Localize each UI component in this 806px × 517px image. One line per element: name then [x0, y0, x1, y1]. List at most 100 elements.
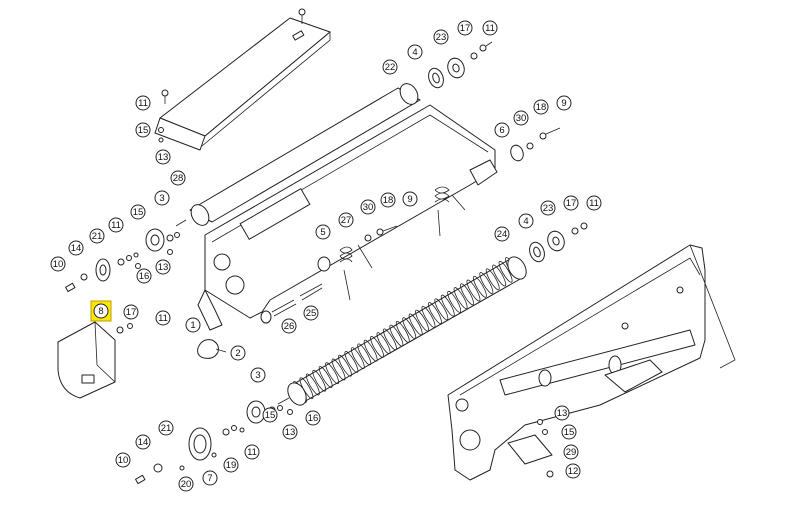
upper-roller [175, 83, 421, 227]
coil-ring [344, 351, 359, 373]
callout-15: 15 [262, 407, 278, 423]
callout-number: 9 [561, 98, 566, 109]
callout-circle [89, 228, 105, 244]
adjuster-knob [197, 339, 227, 359]
callout-number: 15 [133, 207, 144, 218]
callout-circle [533, 99, 549, 115]
callout-25: 25 [303, 305, 319, 321]
callout-circle [305, 410, 321, 426]
callout-number: 30 [516, 113, 527, 124]
callout-9: 9 [556, 95, 572, 111]
callout-number: 18 [383, 195, 394, 206]
callout-number: 5 [320, 227, 325, 238]
coil-ring [402, 317, 417, 340]
callout-number: 23 [543, 203, 554, 214]
callout-3: 3 [154, 190, 170, 206]
callout-number: 18 [536, 102, 547, 113]
callout-number: 22 [385, 62, 396, 73]
callout-14: 14 [68, 240, 84, 256]
callout-number: 21 [161, 423, 172, 434]
callout-circle [407, 44, 423, 60]
coil-ring [453, 287, 468, 309]
callout-circle [136, 268, 152, 284]
callout-16: 16 [305, 410, 321, 426]
callout-number: 6 [499, 125, 504, 136]
side-frame [197, 104, 498, 331]
callout-5: 5 [315, 224, 331, 240]
callout-10: 10 [115, 452, 131, 468]
coil-ring [395, 320, 410, 343]
callout-12: 12 [565, 463, 581, 479]
callout-15: 15 [130, 204, 146, 220]
coil-ring [485, 268, 500, 291]
callout-circle [250, 367, 266, 383]
callout-11: 11 [108, 217, 124, 233]
upper-left-bearing-assembly [65, 228, 180, 293]
callout-6: 6 [494, 122, 510, 138]
callout-number: 11 [158, 313, 168, 324]
coil-ring [498, 260, 513, 283]
cover-fasteners-left [158, 89, 169, 143]
callout-number: 30 [363, 202, 374, 213]
callout-number: 10 [118, 455, 129, 466]
lower-frame [447, 244, 736, 481]
callout-7: 7 [202, 470, 218, 486]
callout-circle [540, 200, 556, 216]
callout-circle [561, 424, 577, 440]
callout-circle [494, 122, 510, 138]
callout-circle [223, 457, 239, 473]
callout-18: 18 [533, 99, 549, 115]
callout-circle [281, 318, 297, 334]
coil-ring [447, 290, 462, 313]
callout-28: 28 [170, 170, 186, 186]
coil-ring [421, 305, 436, 328]
callout-number: 10 [53, 259, 64, 270]
callout-number: 14 [71, 243, 82, 254]
callout-9: 9 [402, 191, 418, 207]
callout-circle [244, 444, 260, 460]
top-cover-plate [154, 17, 331, 151]
callout-27: 27 [338, 212, 354, 228]
coil-ring [350, 347, 365, 370]
callout-11: 11 [482, 20, 498, 36]
callout-number: 12 [568, 466, 579, 477]
callout-1: 1 [185, 317, 201, 333]
callout-number: 9 [407, 194, 412, 205]
callout-circle [494, 226, 510, 242]
coil-ring [383, 328, 397, 351]
callout-29: 29 [563, 444, 579, 460]
coil-ring [408, 313, 423, 336]
right-upper-bearing-set [510, 127, 561, 162]
callout-circle [202, 470, 218, 486]
callout-13: 13 [155, 149, 171, 165]
callout-number: 3 [159, 193, 164, 204]
coil-ring [363, 339, 378, 362]
coil-ring [440, 294, 455, 317]
callout-circle [513, 110, 529, 126]
callout-circle [230, 345, 246, 361]
gear-cover [57, 321, 133, 399]
callout-circle [178, 476, 194, 492]
callout-number: 4 [523, 216, 528, 227]
callout-number: 11 [485, 23, 495, 34]
callout-circle [155, 259, 171, 275]
callout-number: 1 [190, 320, 195, 331]
callout-circle [135, 434, 151, 450]
callout-circle [360, 199, 376, 215]
coil-ring [318, 366, 333, 388]
callout-30: 30 [360, 199, 376, 215]
right-bearing-set [529, 222, 588, 263]
callout-circle [154, 190, 170, 206]
callout-circle [338, 212, 354, 228]
callout-10: 10 [50, 256, 66, 272]
callout-8: 8 [90, 300, 112, 322]
lower-frame-fasteners [507, 419, 554, 478]
callout-number: 11 [111, 220, 121, 231]
callout-number: 2 [235, 348, 240, 359]
callout-number: 20 [181, 479, 192, 490]
callout-21: 21 [89, 228, 105, 244]
coil-ring [415, 309, 429, 332]
callout-20: 20 [178, 476, 194, 492]
